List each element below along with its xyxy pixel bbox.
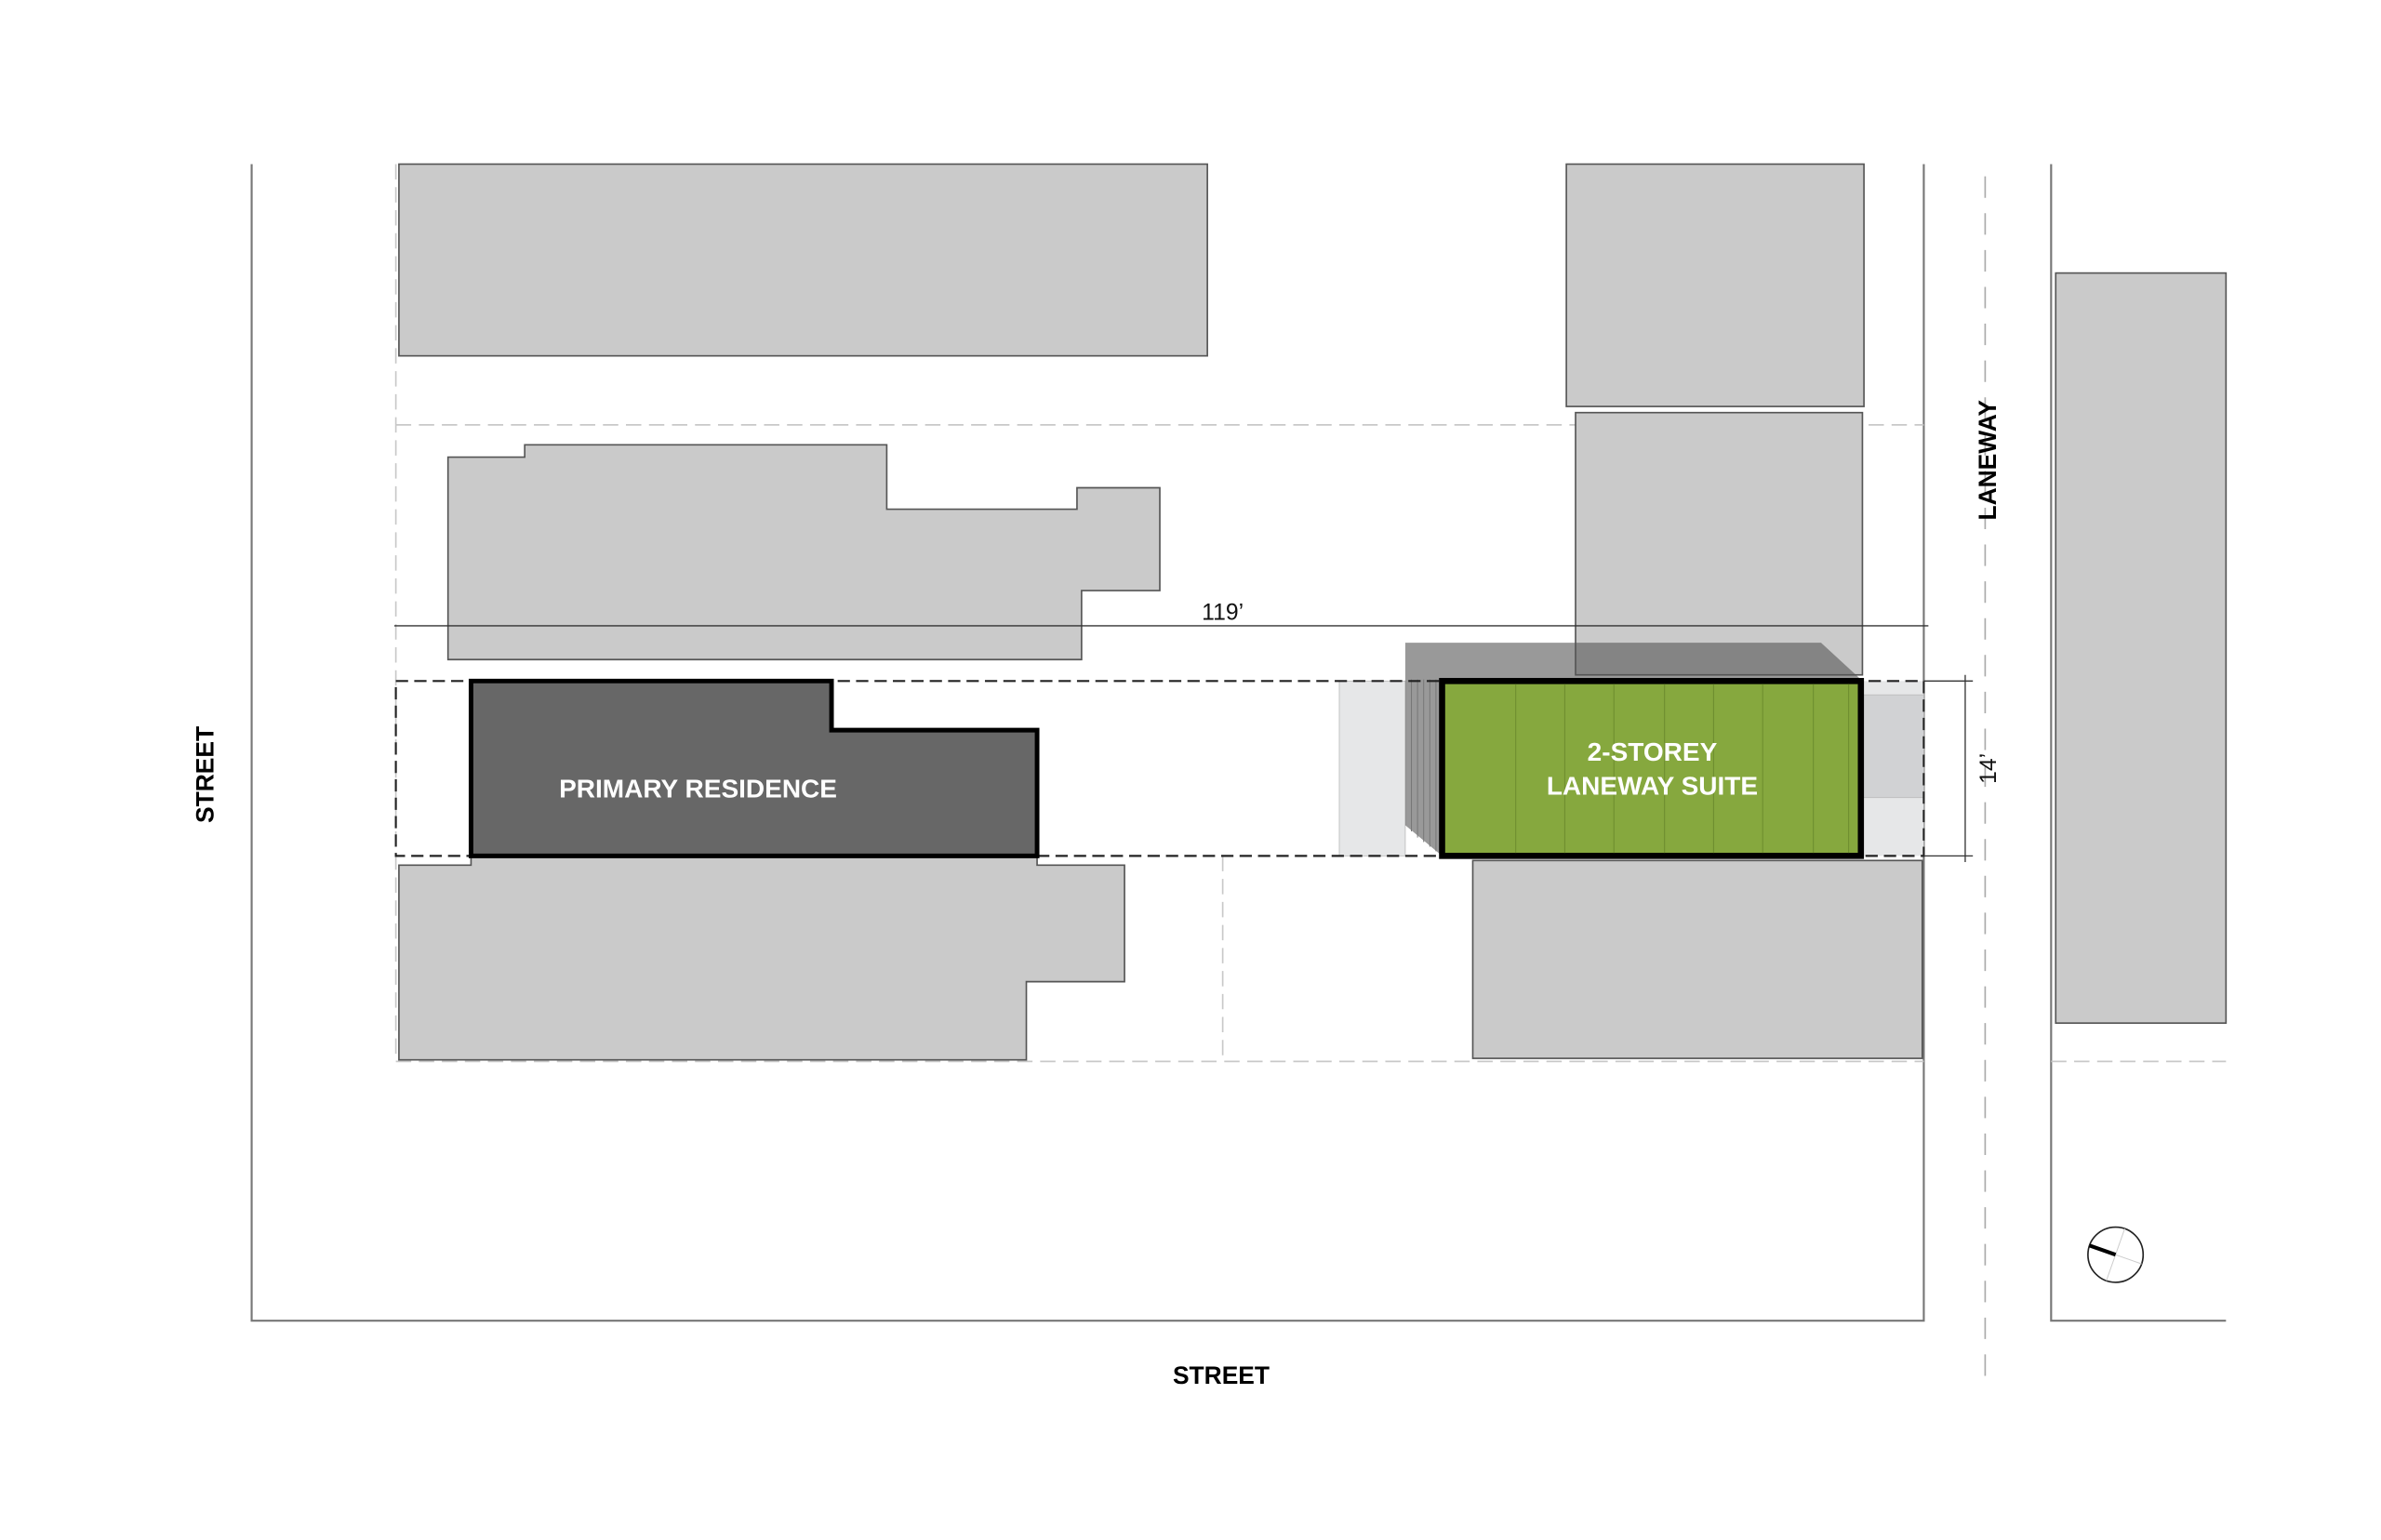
- block-outline-east: [2050, 164, 2227, 1322]
- neighbour-building-ne-2: [1575, 411, 1864, 676]
- lot-length-label: 119’: [1202, 600, 1244, 625]
- yard-area-west: [1338, 680, 1406, 856]
- laneway-label: LANEWAY: [1974, 400, 2002, 521]
- neighbour-building-south: [398, 855, 1125, 1061]
- primary-residence-label: PRIMARY RESIDENCE: [559, 775, 837, 803]
- neighbour-building-ne-1: [1565, 163, 1865, 407]
- north-arrow-icon: [2087, 1226, 2145, 1283]
- neighbour-building-north: [398, 163, 1208, 357]
- primary-residence: [468, 678, 1040, 858]
- subject-lot-outline: [394, 680, 1925, 857]
- lot-width-label: 14’: [1976, 753, 2002, 784]
- laneway-suite: 2-STOREY LANEWAY SUITE: [1439, 678, 1865, 859]
- laneway-suite-label-line1: 2-STOREY: [1588, 737, 1718, 766]
- street-label-west: STREET: [191, 726, 219, 823]
- building-across-laneway: [2055, 272, 2228, 1024]
- neighbour-building-se: [1471, 859, 1923, 1059]
- suite-shadow: [1404, 643, 1861, 856]
- parking-pad: [1860, 694, 1924, 799]
- laneway-suite-label-line2: LANEWAY SUITE: [1547, 771, 1758, 800]
- street-label-south: STREET: [1173, 1361, 1270, 1389]
- neighbour-building-north-adjacent: [446, 444, 1161, 661]
- neighbour-buildings: [398, 163, 2228, 1061]
- shadow-hatch: [1411, 679, 1437, 852]
- lot-width-dimension: [1923, 674, 1974, 862]
